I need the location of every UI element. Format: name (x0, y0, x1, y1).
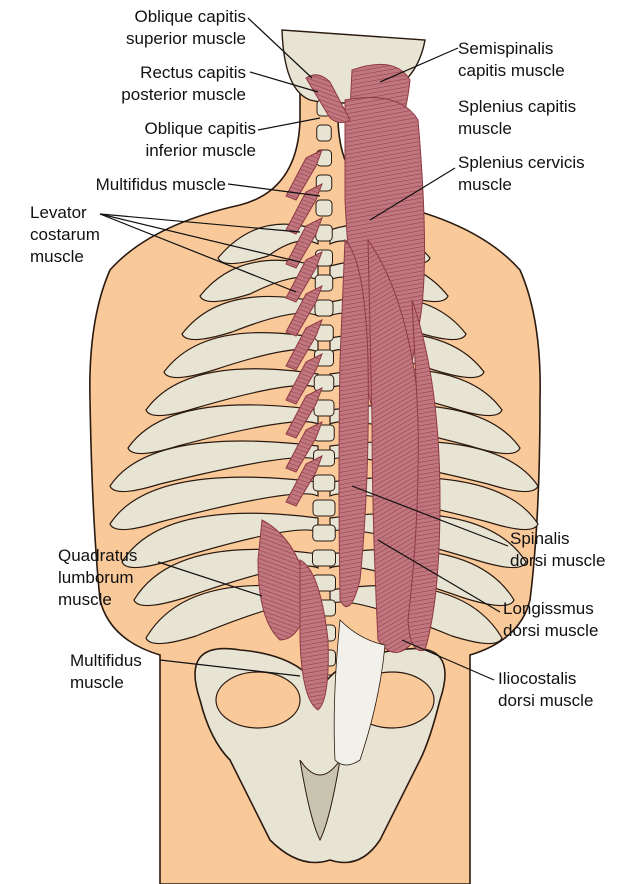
vertebra (313, 550, 336, 566)
label-levator-costarum: Levator costarum muscle (30, 202, 120, 268)
label-splenius-capitis: Splenius capitis muscle (458, 96, 623, 140)
vertebra (313, 500, 335, 516)
label-multifidus-upper: Multifidus muscle (40, 174, 226, 196)
vertebra (313, 475, 335, 491)
vertebra (316, 200, 332, 216)
vertebra (317, 125, 332, 141)
label-multifidus-lower: Multifidus muscle (70, 650, 180, 694)
vertebra (314, 375, 334, 391)
pelvis-fossa-left (216, 672, 300, 728)
label-splenius-cervicis: Splenius cervicis muscle (458, 152, 623, 196)
label-iliocostalis-dorsi: Iliocostalis dorsi muscle (498, 668, 628, 712)
label-quadratus-lumborum: Quadratus lumborum muscle (58, 545, 168, 611)
label-longissmus-dorsi: Longissmus dorsi muscle (503, 598, 627, 642)
vertebra (313, 525, 336, 541)
label-oblique-capitis-superior: Oblique capitis superior muscle (70, 6, 246, 50)
label-oblique-capitis-inferior: Oblique capitis inferior muscle (70, 118, 256, 162)
vertebra (315, 300, 333, 316)
label-rectus-capitis-posterior: Rectus capitis posterior muscle (70, 62, 246, 106)
label-spinalis-dorsi: Spinalis dorsi muscle (510, 528, 628, 572)
label-semispinalis-capitis: Semispinalis capitis muscle (458, 38, 618, 82)
